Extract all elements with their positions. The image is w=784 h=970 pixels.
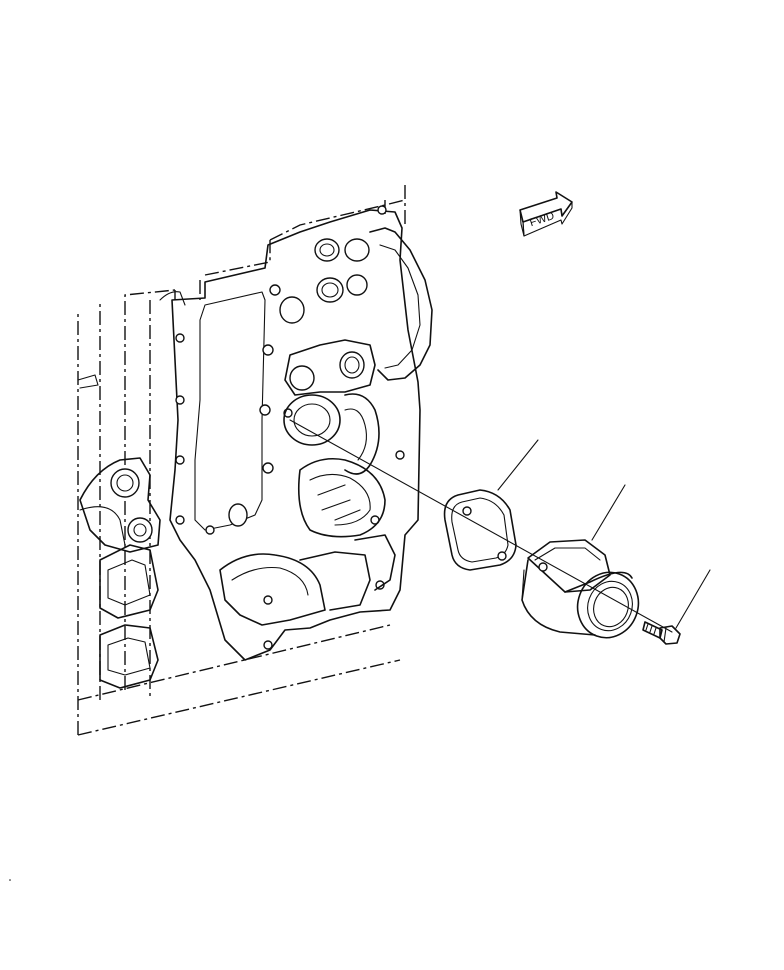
assembly-axis-line: [289, 419, 673, 633]
water-outlet-connector: [521, 484, 640, 639]
connector-leader-line: [591, 484, 626, 541]
fwd-direction-arrow: FWD: [519, 191, 573, 237]
edge-mark: [9, 879, 11, 881]
engine-block: [77, 185, 433, 736]
gasket-leader-line: [497, 439, 539, 491]
bolt-leader-line: [675, 569, 711, 629]
gasket: [443, 439, 539, 571]
bolt: [642, 569, 711, 645]
fwd-label: FWD: [528, 210, 556, 229]
